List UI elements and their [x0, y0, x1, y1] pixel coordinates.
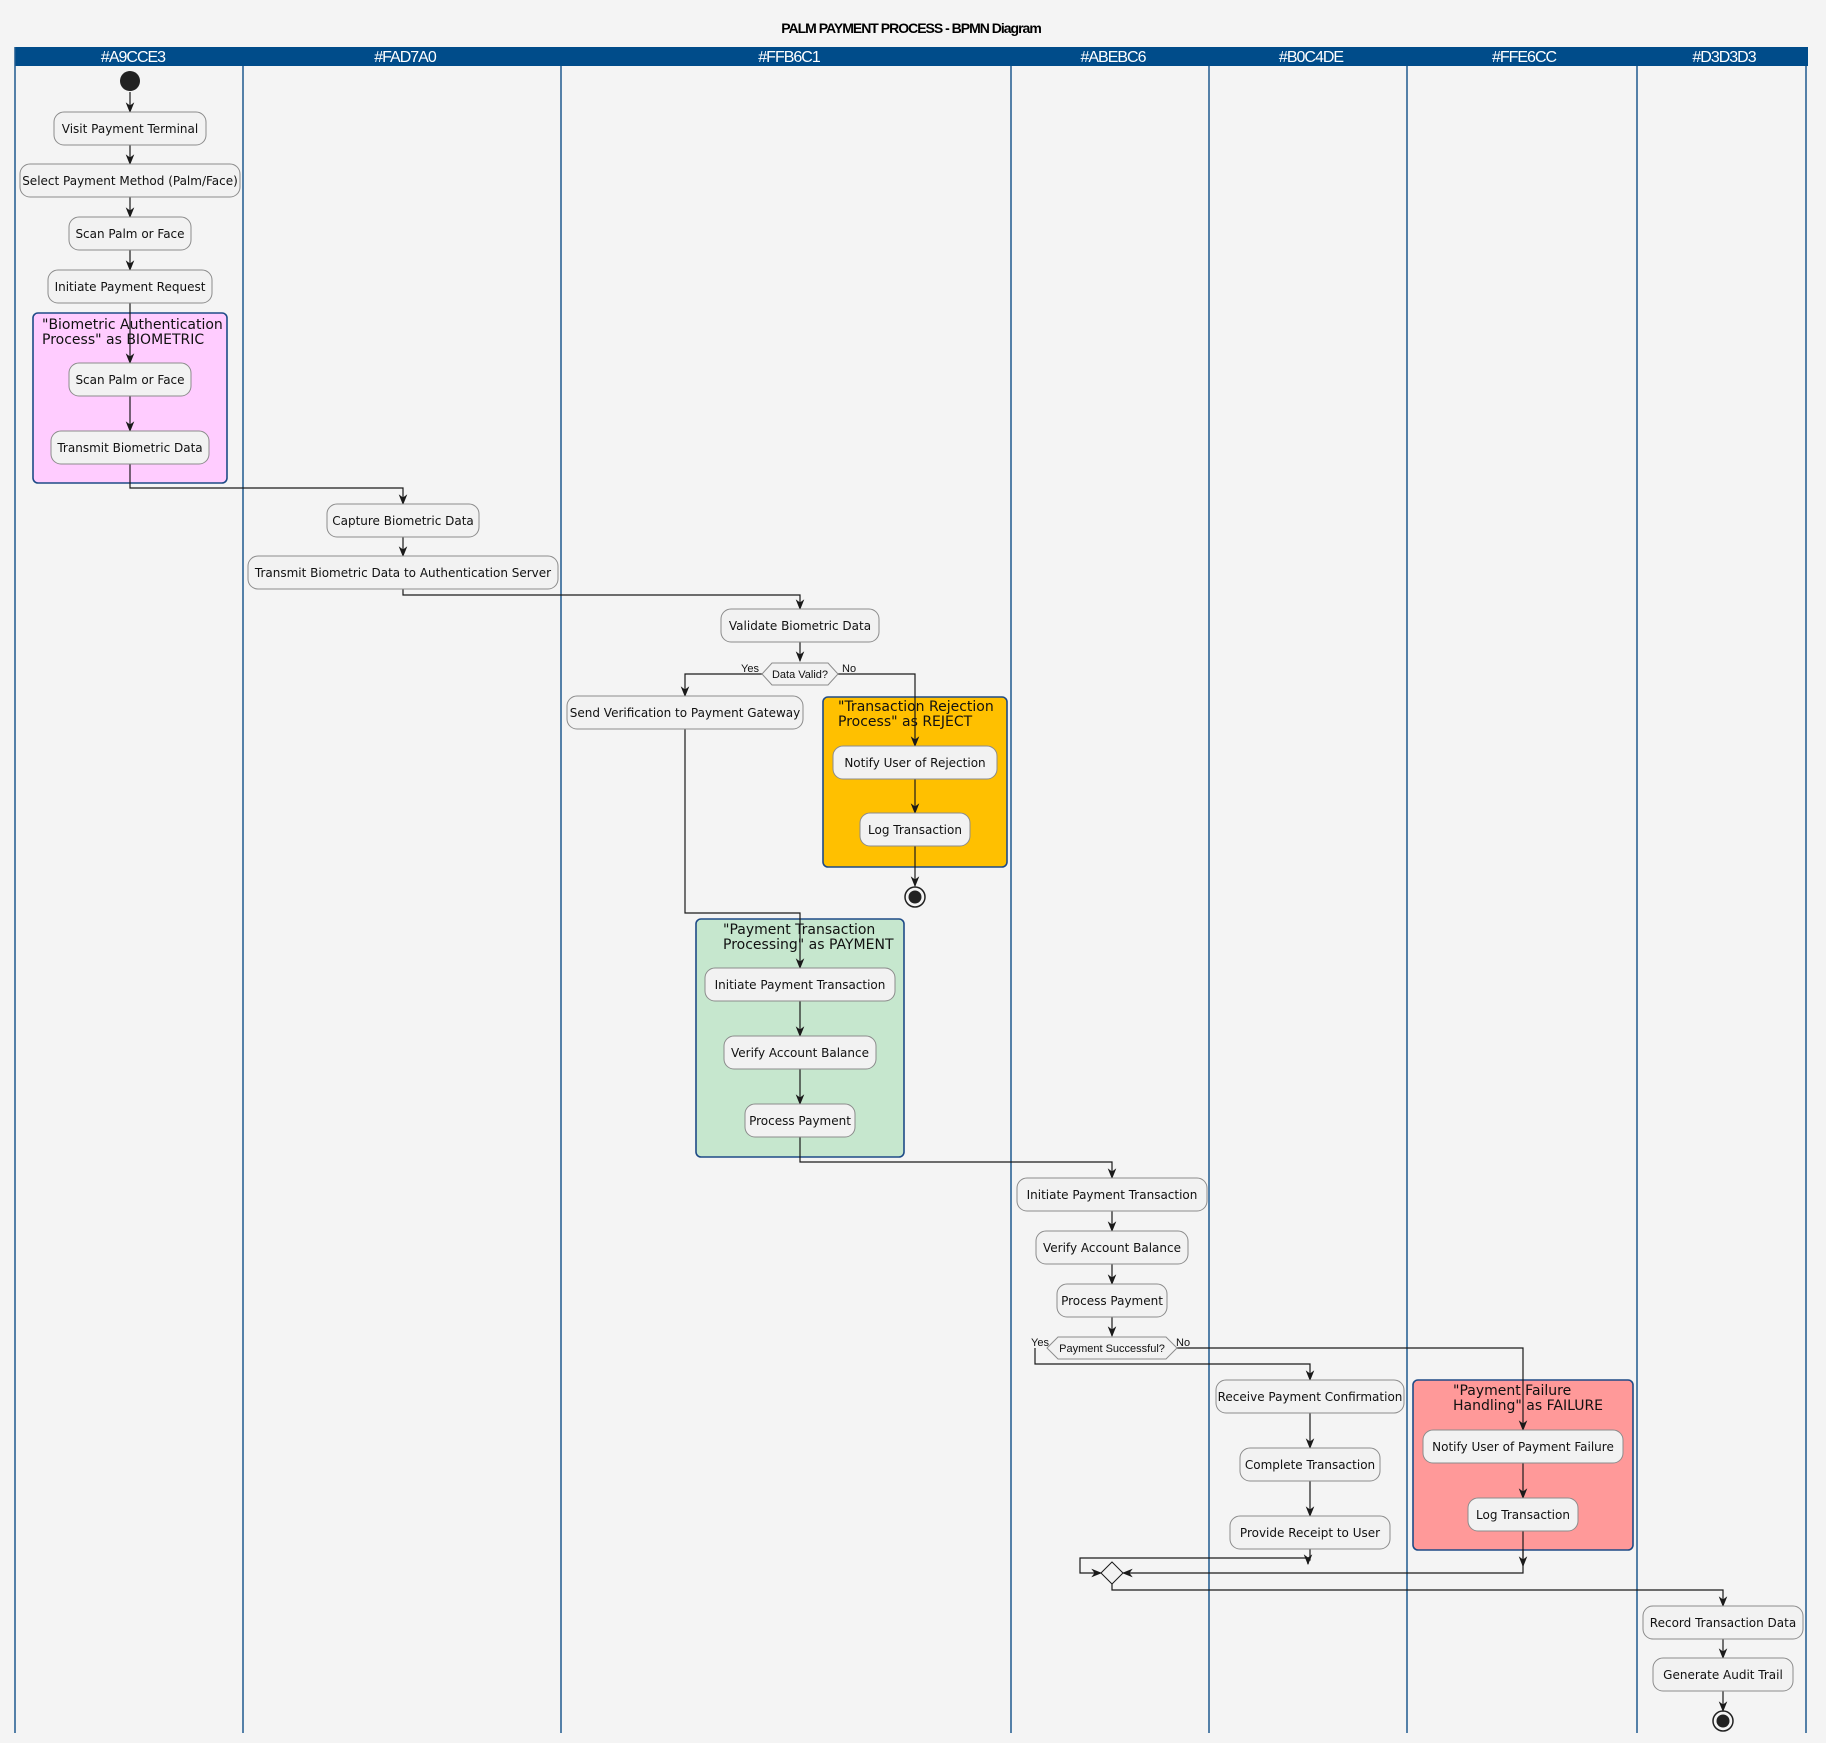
- activity-record-transaction-data: Record Transaction Data: [1642, 1605, 1804, 1640]
- lane-titles: #A9CCE3 #FAD7A0 #FFB6C1 #ABEBC6 #B0C4DE …: [101, 49, 1758, 66]
- svg-text:Initiate Payment Transaction: Initiate Payment Transaction: [715, 978, 886, 992]
- group-reject-label-2: Process" as REJECT: [838, 714, 973, 730]
- edges: [125, 92, 1728, 1713]
- start-event: [120, 71, 140, 91]
- svg-text:Provide Receipt to User: Provide Receipt to User: [1240, 1526, 1380, 1540]
- svg-text:Initiate Payment Request: Initiate Payment Request: [55, 280, 206, 294]
- svg-text:Scan Palm or Face: Scan Palm or Face: [75, 227, 184, 241]
- svg-text:Capture Biometric Data: Capture Biometric Data: [332, 514, 474, 528]
- group-biometric-label-2: Process" as BIOMETRIC: [42, 332, 204, 348]
- decision-payment-successful-label: Payment Successful?: [1059, 1343, 1165, 1355]
- svg-text:Transmit Biometric Data: Transmit Biometric Data: [56, 441, 202, 455]
- svg-text:Log Transaction: Log Transaction: [868, 823, 962, 837]
- activity-notify-user-of-rejection: Notify User of Rejection: [832, 745, 998, 780]
- svg-text:Notify User of Payment Failure: Notify User of Payment Failure: [1432, 1440, 1614, 1454]
- svg-text:Visit Payment Terminal: Visit Payment Terminal: [62, 122, 198, 136]
- group-reject-label-1: "Transaction Rejection: [838, 699, 994, 715]
- svg-text:Initiate Payment Transaction: Initiate Payment Transaction: [1027, 1188, 1198, 1202]
- decision-data-valid: Data Valid? Yes No: [741, 662, 856, 686]
- svg-text:Receive Payment Confirmation: Receive Payment Confirmation: [1218, 1390, 1403, 1404]
- activity-scan-palm-or-face-biometric: Scan Palm or Face: [68, 362, 192, 397]
- svg-text:Transmit Biometric Data to Aut: Transmit Biometric Data to Authenticatio…: [254, 566, 551, 580]
- svg-text:Process Payment: Process Payment: [1061, 1294, 1163, 1308]
- decision-data-valid-yes: Yes: [741, 663, 759, 675]
- activity-validate-biometric-data: Validate Biometric Data: [720, 608, 880, 643]
- lane-title-5: #B0C4DE: [1279, 49, 1343, 66]
- svg-text:Send Verification to Payment G: Send Verification to Payment Gateway: [570, 706, 801, 720]
- activity-transmit-to-auth-server: Transmit Biometric Data to Authenticatio…: [247, 555, 559, 590]
- activity-initiate-payment-transaction: Initiate Payment Transaction: [1016, 1177, 1208, 1212]
- lane-title-7: #D3D3D3: [1692, 49, 1756, 66]
- lane-title-3: #FFB6C1: [758, 49, 821, 66]
- group-payment-label-1: "Payment Transaction: [723, 922, 875, 938]
- svg-text:Record Transaction Data: Record Transaction Data: [1650, 1616, 1796, 1630]
- svg-text:Generate Audit Trail: Generate Audit Trail: [1663, 1668, 1783, 1682]
- lane-title-2: #FAD7A0: [374, 49, 437, 66]
- decision-payment-successful-yes: Yes: [1031, 1337, 1049, 1349]
- activity-receive-payment-confirmation: Receive Payment Confirmation: [1215, 1379, 1405, 1414]
- decision-payment-successful: Payment Successful? Yes No: [1031, 1336, 1190, 1360]
- end-event-reject: [904, 886, 926, 908]
- activity-transmit-biometric-data: Transmit Biometric Data: [50, 430, 210, 465]
- lane-title-6: #FFE6CC: [1492, 49, 1557, 66]
- lane-title-1: #A9CCE3: [101, 49, 166, 66]
- activity-capture-biometric-data: Capture Biometric Data: [326, 503, 480, 538]
- group-failure-label-2: Handling" as FAILURE: [1453, 1398, 1603, 1414]
- svg-text:Select Payment Method (Palm/Fa: Select Payment Method (Palm/Face): [22, 174, 238, 188]
- activity-scan-palm-or-face: Scan Palm or Face: [68, 216, 192, 251]
- activity-initiate-payment-transaction-group: Initiate Payment Transaction: [704, 967, 896, 1002]
- lane-title-4: #ABEBC6: [1080, 49, 1146, 66]
- group-payment-label-2: Processing" as PAYMENT: [723, 937, 894, 953]
- svg-text:Notify User of Rejection: Notify User of Rejection: [844, 756, 985, 770]
- activity-log-transaction-failure: Log Transaction: [1467, 1497, 1579, 1532]
- lane-dividers: [14, 47, 1807, 1733]
- activity-initiate-payment-request: Initiate Payment Request: [47, 269, 213, 304]
- activity-generate-audit-trail: Generate Audit Trail: [1652, 1657, 1794, 1692]
- svg-text:Validate Biometric Data: Validate Biometric Data: [729, 619, 871, 633]
- lane-header-bar: [15, 47, 1808, 66]
- activity-provide-receipt: Provide Receipt to User: [1229, 1515, 1391, 1550]
- decision-data-valid-label: Data Valid?: [772, 669, 828, 681]
- activity-send-verification: Send Verification to Payment Gateway: [566, 695, 804, 730]
- svg-text:Scan Palm or Face: Scan Palm or Face: [75, 373, 184, 387]
- decision-payment-successful-no: No: [1176, 1337, 1190, 1349]
- svg-text:Process Payment: Process Payment: [749, 1114, 851, 1128]
- svg-text:Log Transaction: Log Transaction: [1476, 1508, 1570, 1522]
- svg-text:Verify Account Balance: Verify Account Balance: [731, 1046, 869, 1060]
- activity-verify-account-balance-group: Verify Account Balance: [723, 1035, 877, 1070]
- activity-process-payment-group: Process Payment: [744, 1103, 856, 1138]
- activity-visit-payment-terminal: Visit Payment Terminal: [53, 111, 207, 146]
- activity-complete-transaction: Complete Transaction: [1239, 1447, 1381, 1482]
- svg-text:Complete Transaction: Complete Transaction: [1245, 1458, 1375, 1472]
- activity-notify-user-of-payment-failure: Notify User of Payment Failure: [1422, 1429, 1624, 1464]
- activity-verify-account-balance: Verify Account Balance: [1035, 1230, 1189, 1265]
- group-failure-label-1: "Payment Failure: [1453, 1383, 1571, 1399]
- decision-data-valid-no: No: [842, 663, 856, 675]
- activity-select-payment-method: Select Payment Method (Palm/Face): [19, 163, 241, 198]
- activity-process-payment: Process Payment: [1056, 1283, 1168, 1318]
- merge-gateway: [1100, 1561, 1124, 1585]
- group-biometric-label-1: "Biometric Authentication: [42, 317, 223, 333]
- svg-text:Verify Account Balance: Verify Account Balance: [1043, 1241, 1181, 1255]
- end-event-final: [1712, 1710, 1734, 1732]
- diagram-title: PALM PAYMENT PROCESS - BPMN Diagram: [781, 20, 1041, 36]
- activity-log-transaction-reject: Log Transaction: [859, 812, 971, 847]
